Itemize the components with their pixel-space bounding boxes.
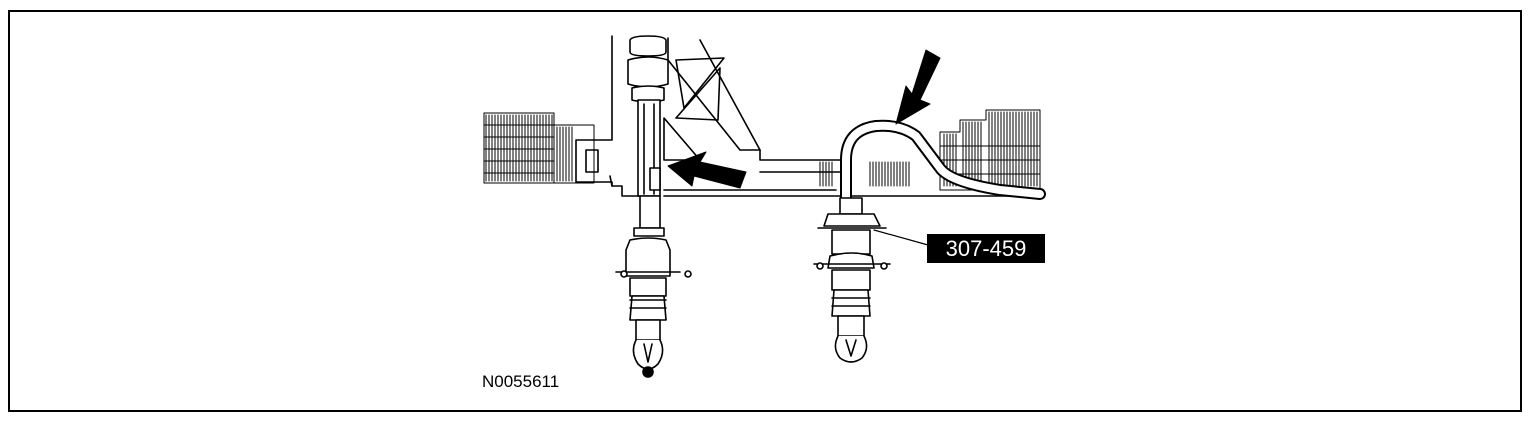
right-radiator-fins (819, 109, 1041, 191)
figure-id-label: N0055611 (482, 372, 560, 391)
tool-callout-label: 307-459 (927, 234, 1045, 263)
arrow-pointer-icon (667, 151, 747, 189)
diagram-frame (8, 10, 1522, 412)
left-hose-tool (615, 35, 692, 378)
arrow-pointer-icon (895, 49, 941, 125)
right-hose-tool (813, 119, 1046, 363)
left-radiator-fins (483, 112, 595, 184)
